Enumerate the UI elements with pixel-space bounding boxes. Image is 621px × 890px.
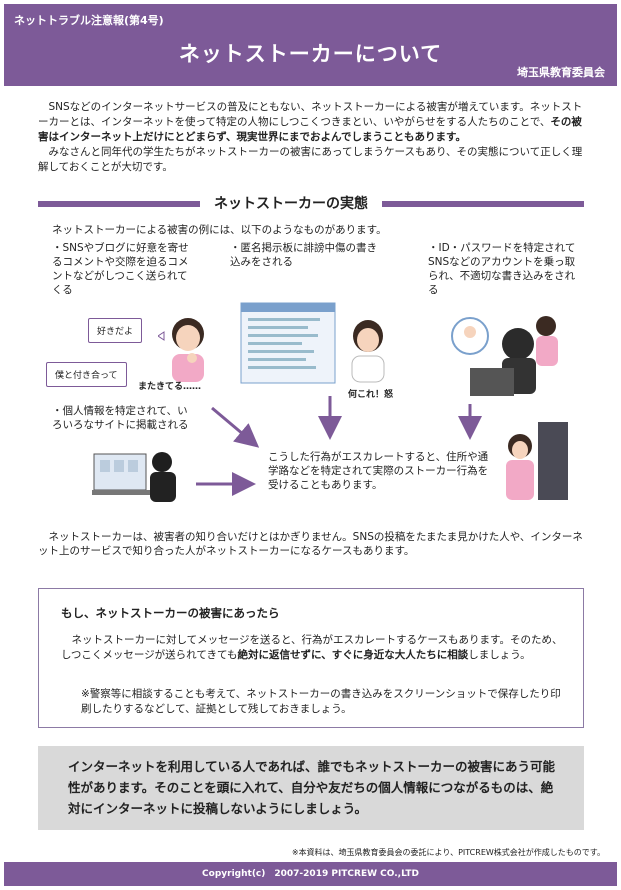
intro-text: SNSなどのインターネットサービスの普及にともない、ネットストーカーによる被害が… (38, 100, 584, 175)
intro-p1-normal: SNSなどのインターネットサービスの普及にともない、ネットストーカーによる被害が… (38, 101, 583, 128)
notice-body-c: しましょう。 (468, 649, 531, 661)
bulletin-board-window-illustration (240, 302, 336, 384)
escalation-text: こうした行為がエスカレートすると、住所や通学路などを特定されて実際のストーカー行… (268, 451, 489, 491)
escalation-arrows (196, 396, 482, 496)
girl-worried-illustration (158, 318, 204, 382)
notice-note: ※警察等に相談することも考えて、ネットストーカーの書き込みをスクリーンショットで… (81, 688, 561, 715)
speech-bubble-like: 好きだよ (88, 318, 143, 343)
caption-angry: 何これ！怒 (348, 390, 394, 400)
notice-box: もし、ネットストーカーの被害にあったら ネットストーカーに対してメッセージを送る… (38, 588, 584, 728)
stalker-illustration (506, 422, 568, 500)
notice-body-bold: 絶対に返信せずに、すぐに身近な大人たちに相談 (237, 649, 469, 661)
hacker-illustration (451, 316, 558, 396)
footnote: ※本資料は、埼玉県教育委員会の委託により、PITCREW株式会社が作成したもので… (291, 848, 605, 857)
summary-text: インターネットを利用している人であれば、誰でもネットストーカーの被害にあう可能性… (68, 759, 556, 816)
intro-p2: みなさんと同年代の学生たちがネットストーカーの被害にあってしまうケースもあり、そ… (38, 146, 583, 173)
header-banner: ネットトラブル注意報(第4号) ネットストーカーについて 埼玉県教育委員会 (4, 4, 617, 86)
notice-body: ネットストーカーに対してメッセージを送ると、行為がエスカレートするケースもありま… (61, 633, 571, 663)
section-lead: ネットストーカーによる被害の例には、以下のようなものがあります。 (52, 224, 387, 236)
issue-label: ネットトラブル注意報(第4号) (14, 14, 164, 27)
speech-bubble-date: 僕と付き合って (46, 362, 127, 387)
laptop-person-illustration (92, 452, 176, 502)
summary-box: インターネットを利用している人であれば、誰でもネットストーカーの被害にあう可能性… (38, 746, 584, 830)
girl-angry-illustration (351, 320, 385, 383)
closing-text: ネットストーカーは、被害者の知り合いだけとはかぎりません。SNSの投稿をたまたま… (38, 531, 583, 557)
section-title: ネットストーカーの実態 (200, 193, 382, 213)
notice-title: もし、ネットストーカーの被害にあったら (61, 606, 280, 620)
organization-name: 埼玉県教育委員会 (517, 66, 605, 79)
intro-p1-bold: その被害はインターネット上だけにとどまらず、現実世界にまでおよんでしまうこともあ… (38, 116, 582, 143)
copyright-footer: Copyright(c) 2007-2019 PITCREW CO.,LTD (4, 862, 617, 886)
page-title: ネットストーカーについて (178, 42, 443, 66)
example-bulletin-board: ・匿名掲示板に誹謗中傷の書き込みをされる (230, 242, 377, 268)
notice-body-a: ネットストーカーに対してメッセージを送ると、行為がエスカレートするケースもありま… (61, 634, 563, 661)
example-sns-comments: ・SNSやブログに好意を寄せるコメントや交際を迫るコメントなどがしつこく送られて… (52, 242, 189, 296)
example-personal-info: ・個人情報を特定されて、いろいろなサイトに掲載される (52, 405, 189, 431)
caption-again: またきてる…… (138, 382, 202, 392)
example-account-hijack: ・ID・パスワードを特定されてSNSなどのアカウントを乗っ取られ、不適切な書き込… (428, 242, 576, 296)
